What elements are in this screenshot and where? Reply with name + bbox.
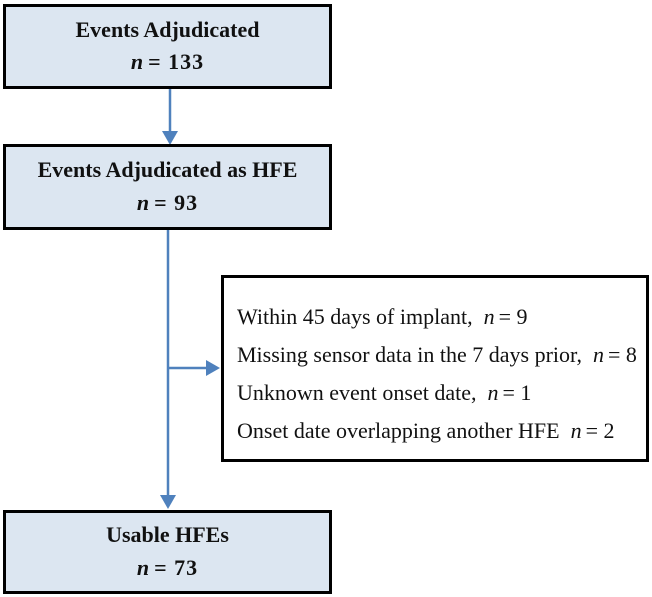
box-usable-hfes: Usable HFEs n= 73 <box>3 510 332 594</box>
exclusion-text: Within 45 days of implant, <box>237 304 473 329</box>
n-value: = 8 <box>607 342 637 367</box>
n-symbol: n <box>130 49 144 75</box>
box-events-adjudicated-title: Events Adjudicated <box>75 16 260 42</box>
n-symbol: n <box>136 189 150 215</box>
n-symbol: n <box>487 380 499 405</box>
exclusion-item-unknown-onset-date: Unknown event onset date, n= 1 <box>237 374 640 412</box>
n-value: = 73 <box>154 554 199 580</box>
n-symbol: n <box>483 304 495 329</box>
exclusion-item-overlapping-onset-date: Onset date overlapping another HFE n= 2 <box>237 412 640 450</box>
arrow-branch-exclusions-head <box>206 360 220 376</box>
exclusion-item-within-45-days: Within 45 days of implant, n= 9 <box>237 298 640 336</box>
box-events-adjudicated-hfe-count: n= 93 <box>137 190 198 216</box>
n-symbol: n <box>592 342 604 367</box>
arrow-hfe-to-usable-head <box>160 495 176 509</box>
box-usable-hfes-title: Usable HFEs <box>106 522 229 548</box>
n-value: = 1 <box>502 380 532 405</box>
n-value: = 9 <box>498 304 528 329</box>
exclusion-text: Unknown event onset date, <box>237 380 477 405</box>
exclusion-item-missing-sensor-data: Missing sensor data in the 7 days prior,… <box>237 336 640 374</box>
n-value: = 2 <box>585 418 615 443</box>
n-value: = 93 <box>154 189 199 215</box>
n-value: = 133 <box>148 49 205 75</box>
box-events-adjudicated: Events Adjudicated n= 133 <box>3 4 332 89</box>
exclusion-text: Onset date overlapping another HFE <box>237 418 560 443</box>
exclusion-text: Missing sensor data in the 7 days prior, <box>237 342 582 367</box>
arrow-events-to-hfe-head <box>162 131 178 145</box>
n-symbol: n <box>570 418 582 443</box>
n-symbol: n <box>136 554 150 580</box>
box-events-adjudicated-count: n= 133 <box>131 49 204 75</box>
box-events-adjudicated-hfe: Events Adjudicated as HFE n= 93 <box>3 144 332 230</box>
box-exclusions: Within 45 days of implant,n= 9 Missing s… <box>221 275 649 462</box>
box-events-adjudicated-hfe-title: Events Adjudicated as HFE <box>37 157 298 183</box>
box-usable-hfes-count: n= 73 <box>137 555 198 581</box>
